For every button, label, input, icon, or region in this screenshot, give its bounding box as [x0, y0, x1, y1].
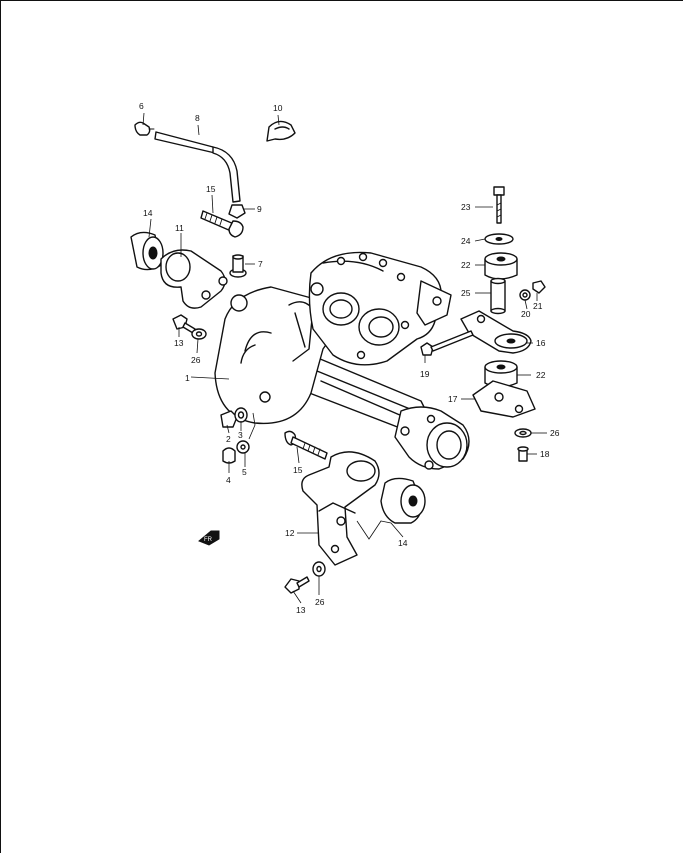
- part-14-upper-bushing: [130, 231, 164, 271]
- part-25-collar: [490, 277, 506, 315]
- part-1-differential-housing: [214, 251, 470, 470]
- front-arrow-icon: FR: [198, 530, 220, 546]
- callout-15-lower: 15: [293, 465, 303, 475]
- part-23-bolt: [493, 186, 505, 224]
- part-17-mount-bracket: [472, 380, 536, 418]
- part-3-gasket: [234, 407, 248, 423]
- callout-3: 3: [238, 430, 243, 440]
- callout-13-lower: 13: [296, 605, 306, 615]
- callout-17: 17: [448, 394, 458, 404]
- part-4-plug: [222, 447, 236, 464]
- part-20-washer: [519, 289, 531, 301]
- part-19-bolt: [420, 330, 474, 356]
- front-arrow-label: FR: [204, 537, 213, 543]
- part-14-lower-bushing: [380, 477, 426, 524]
- part-8-breather-hose: [154, 131, 241, 203]
- part-6-plug: [134, 121, 155, 136]
- part-24-washer: [484, 233, 514, 245]
- part-11-bracket: [160, 249, 228, 309]
- callout-20: 20: [521, 309, 531, 319]
- part-13-lower-bolt: [284, 576, 310, 594]
- part-15-lower-bolt: [284, 430, 328, 460]
- callout-11: 11: [175, 223, 184, 233]
- callout-12: 12: [285, 528, 295, 538]
- part-5-gasket: [236, 440, 250, 454]
- callout-5: 5: [242, 467, 247, 477]
- callout-labels: 6 8 10 15 9 14 11 7 13 26 1 2 3 4 5 15 1…: [139, 101, 560, 615]
- callout-2: 2: [226, 434, 231, 444]
- callout-4: 4: [226, 475, 231, 485]
- callout-9: 9: [257, 204, 262, 214]
- part-22-lower-cushion: [484, 360, 518, 388]
- part-13-left-bolt: [172, 314, 196, 334]
- part-15-upper-bolt: [200, 210, 244, 238]
- part-26-left-washer: [191, 328, 207, 340]
- part-9-nut: [228, 204, 246, 219]
- callout-14-upper: 14: [143, 208, 153, 218]
- callout-16: 16: [536, 338, 546, 348]
- part-22-upper-cushion: [484, 252, 518, 280]
- callout-10: 10: [273, 103, 283, 113]
- part-21-nut: [532, 280, 546, 294]
- callout-22-lower: 22: [536, 370, 546, 380]
- part-16-mount-arm: [460, 310, 532, 354]
- callout-22-upper: 22: [461, 260, 471, 270]
- part-12-mount-bracket: [301, 451, 380, 566]
- part-7-bushing: [229, 254, 247, 278]
- leader-lines: [142, 112, 547, 604]
- callout-15-upper: 15: [206, 184, 216, 194]
- callout-7: 7: [258, 259, 263, 269]
- callout-26-lower: 26: [315, 597, 325, 607]
- callout-23: 23: [461, 202, 471, 212]
- part-10-clip: [266, 120, 296, 142]
- callout-14-lower: 14: [398, 538, 408, 548]
- callout-1: 1: [185, 373, 190, 383]
- part-26-lower-washer: [312, 561, 326, 577]
- part-2-plug: [220, 410, 238, 428]
- callout-26-left: 26: [191, 355, 201, 365]
- callout-26-right: 26: [550, 428, 560, 438]
- part-26-right-washer: [514, 428, 532, 438]
- callout-13-left: 13: [174, 338, 184, 348]
- callout-6: 6: [139, 101, 144, 111]
- callout-8: 8: [195, 113, 200, 123]
- callout-21: 21: [533, 301, 543, 311]
- callout-24: 24: [461, 236, 471, 246]
- part-18-bolt: [517, 446, 529, 462]
- callout-25: 25: [461, 288, 471, 298]
- callout-19: 19: [420, 369, 430, 379]
- callout-18: 18: [540, 449, 550, 459]
